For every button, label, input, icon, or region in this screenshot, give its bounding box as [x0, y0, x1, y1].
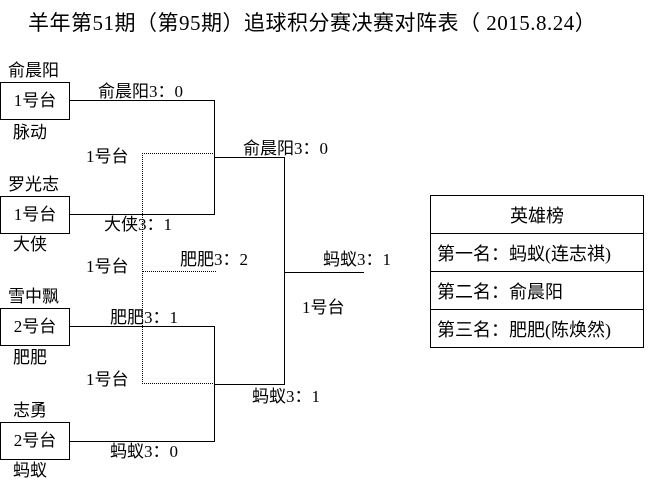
match4-player-bottom: 蚂蚁	[13, 461, 47, 480]
hero-board-row-second: 第二名：俞晨阳	[431, 271, 643, 309]
hero-board: 英雄榜 第一名：蚂蚁(连志祺) 第二名：俞晨阳 第三名：肥肥(陈焕然)	[430, 195, 644, 348]
match3-player-top: 雪中飘	[8, 287, 59, 306]
bracket-line-semi2-winner	[214, 384, 285, 385]
page-title: 羊年第51期（第95期）追球积分赛决赛对阵表（ 2015.8.24）	[28, 11, 597, 35]
match2-player-top: 罗光志	[8, 175, 59, 194]
bracket-line-match4	[69, 441, 215, 442]
match3-player-bottom: 肥肥	[13, 348, 47, 367]
hero-board-row-first: 第一名：蚂蚁(连志祺)	[431, 233, 643, 271]
final-result: 蚂蚁3：1	[323, 250, 391, 269]
third-place-line-bottom	[142, 383, 215, 384]
semifinal2-table-label: 1号台	[86, 370, 129, 389]
hero-board-header: 英雄榜	[510, 205, 564, 226]
match2-result: 大侠3：1	[104, 215, 172, 234]
match3-result: 肥肥3：1	[110, 308, 178, 327]
semifinal1-result: 俞晨阳3：0	[243, 139, 328, 158]
bracket-line-final-winner	[284, 272, 364, 273]
third-place-table-label: 1号台	[86, 257, 129, 276]
third-place-line-top	[142, 153, 215, 154]
match4-table-box: 2号台	[0, 422, 70, 460]
third-place-line-winner	[142, 271, 216, 272]
match3-table-box: 2号台	[0, 308, 70, 346]
match4-player-top: 志勇	[13, 401, 47, 420]
match2-player-bottom: 大侠	[13, 235, 47, 254]
match1-player-bottom: 脉动	[13, 123, 47, 142]
match1-result: 俞晨阳3：0	[98, 82, 183, 101]
match2-table-box: 1号台	[0, 196, 70, 234]
semifinal1-table-label: 1号台	[86, 147, 129, 166]
bracket-line-semi1-winner	[214, 157, 285, 158]
bracket-line-match1	[69, 100, 215, 101]
match1-player-top: 俞晨阳	[8, 61, 59, 80]
third-place-result: 肥肥3：2	[180, 250, 248, 269]
match1-table-box: 1号台	[0, 82, 70, 120]
third-place-vertical	[142, 153, 143, 384]
match4-result: 蚂蚁3：0	[110, 442, 178, 461]
bracket-vertical-final	[284, 157, 285, 385]
semifinal2-result: 蚂蚁3：1	[252, 387, 320, 406]
final-table-label: 1号台	[302, 298, 345, 317]
hero-board-row-third: 第三名：肥肥(陈焕然)	[431, 309, 643, 347]
